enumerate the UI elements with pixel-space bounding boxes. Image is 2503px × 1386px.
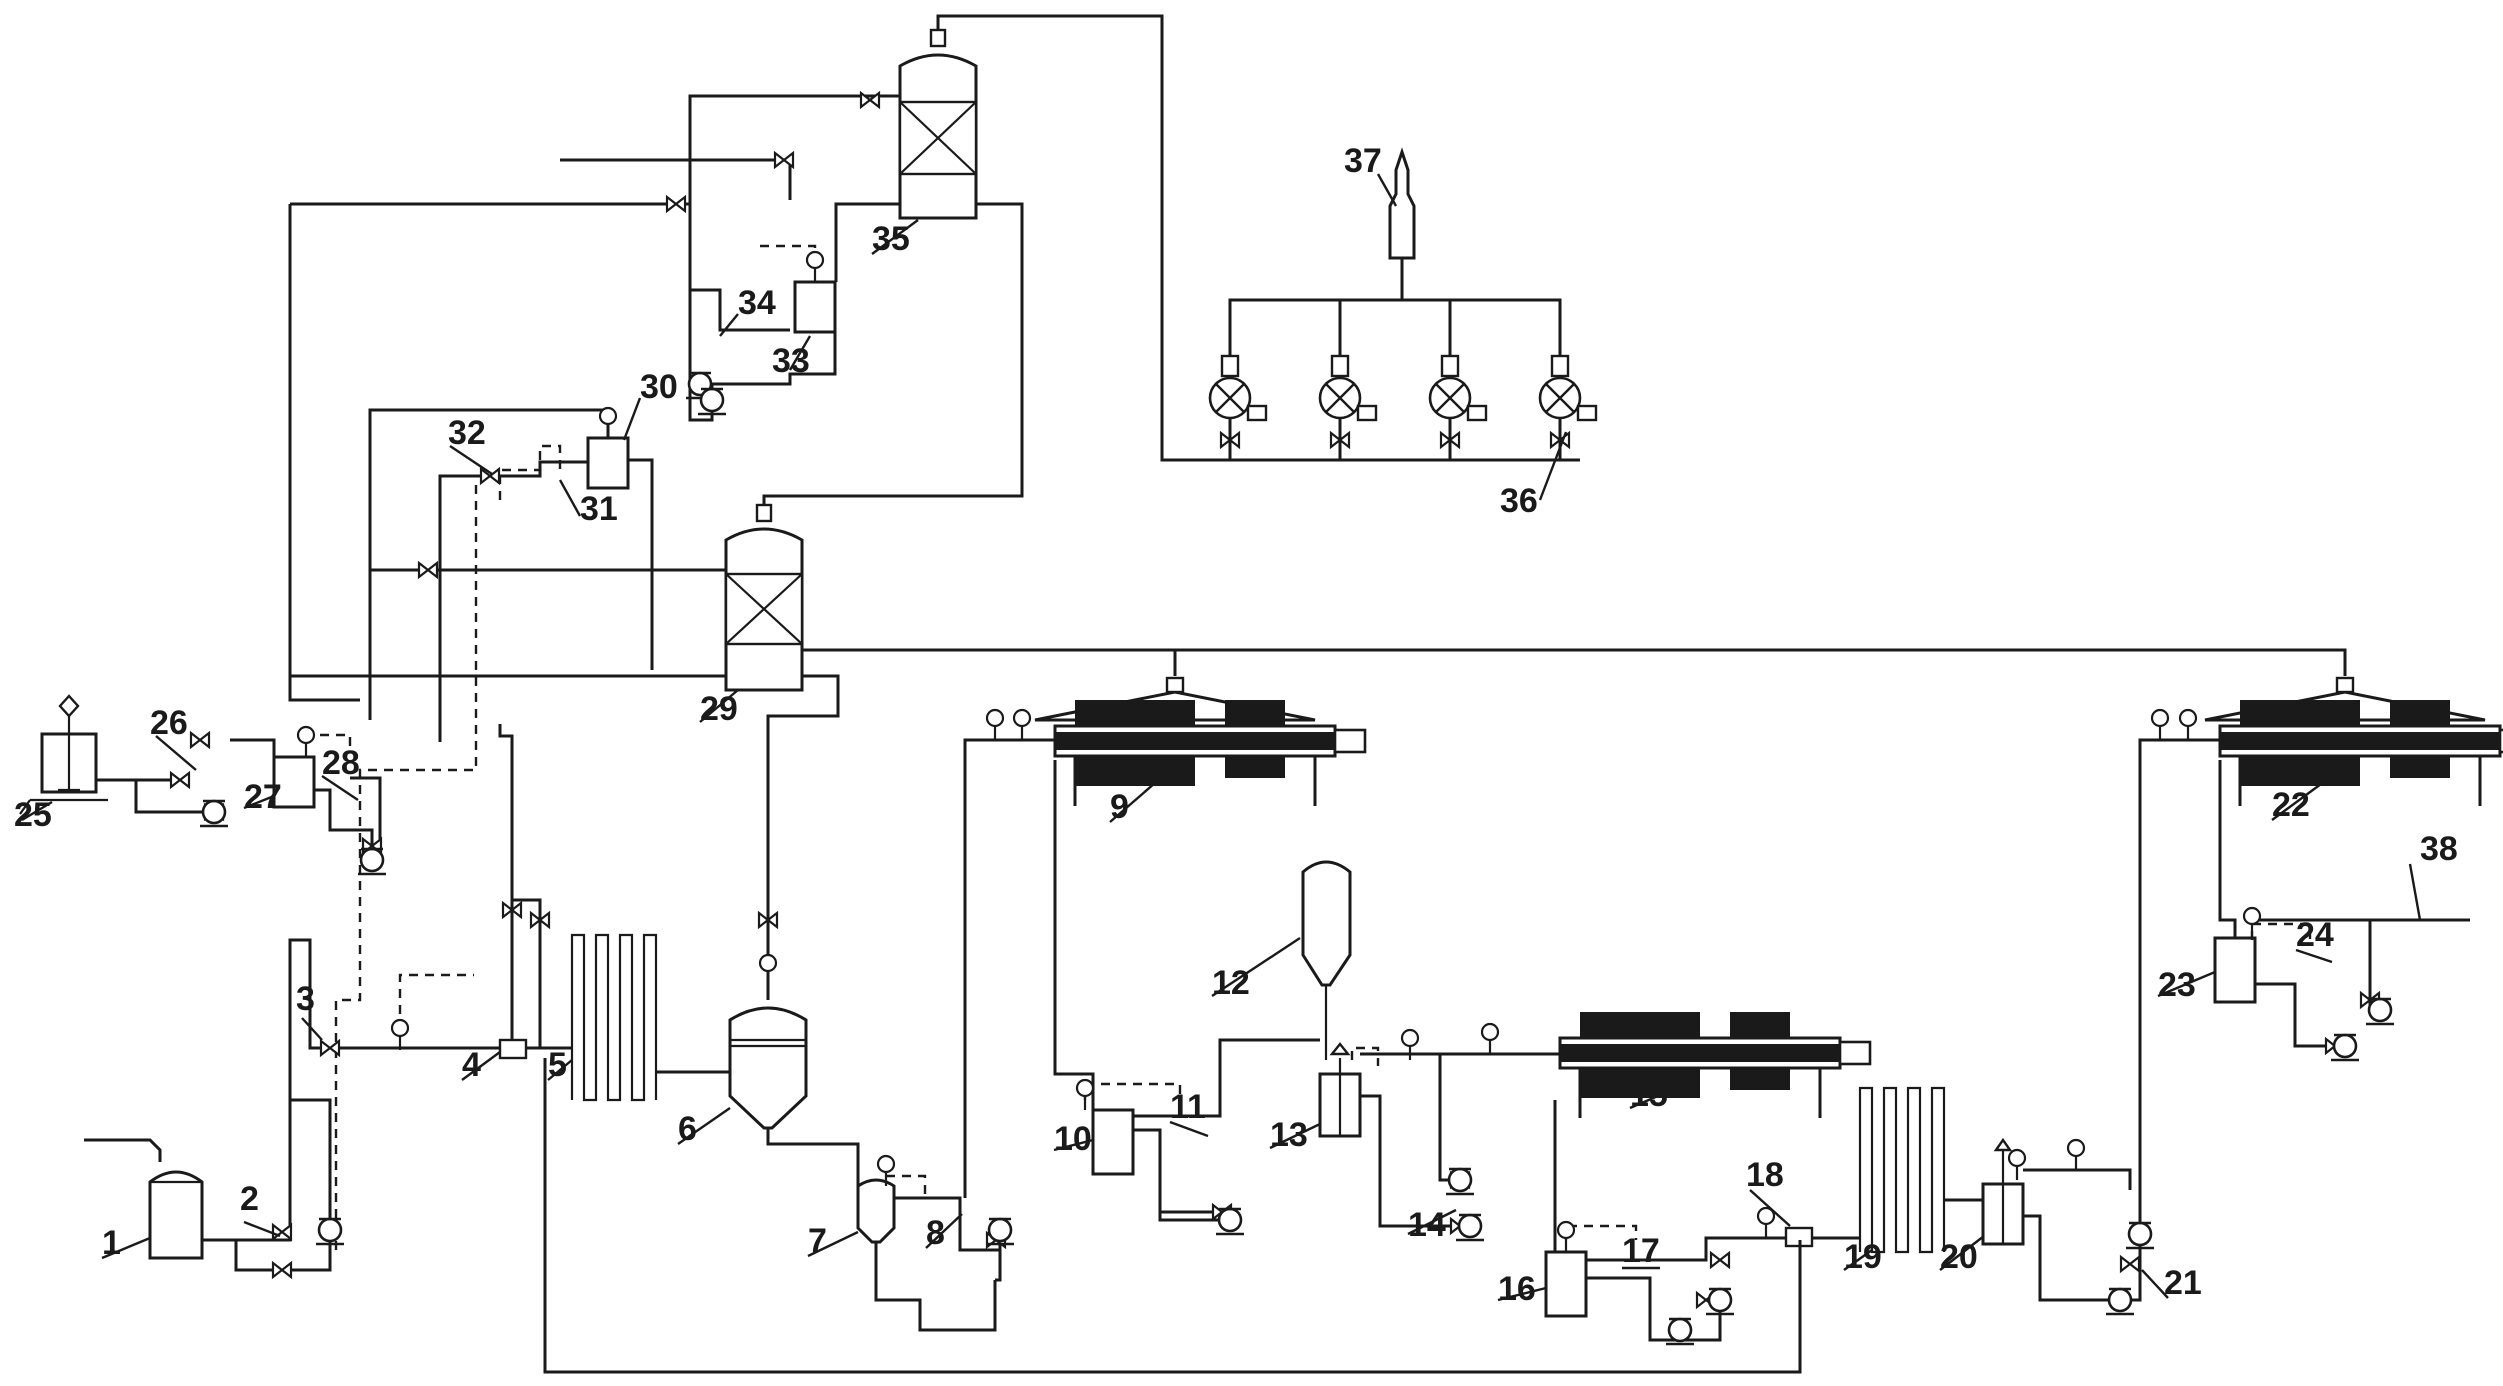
coil-exchanger-19 xyxy=(1858,1086,1946,1254)
fan-array-36 xyxy=(1208,354,1598,422)
tank-30 xyxy=(586,436,630,490)
label-14: 14 xyxy=(1408,1206,1446,1244)
label-25: 25 xyxy=(14,796,52,834)
label-9: 9 xyxy=(1110,788,1129,826)
packed-tower-29 xyxy=(724,503,804,692)
equipment-labels: 1 2 3 4 5 6 7 8 9 10 11 12 13 14 15 16 1… xyxy=(14,142,2458,1308)
label-5: 5 xyxy=(548,1046,567,1084)
label-33: 33 xyxy=(772,342,810,380)
label-13: 13 xyxy=(1270,1116,1308,1154)
label-15: 15 xyxy=(1630,1076,1668,1114)
filter-press-9 xyxy=(1033,676,1367,808)
exhaust-stack-37 xyxy=(1388,147,1416,300)
label-31: 31 xyxy=(580,490,618,528)
label-34: 34 xyxy=(738,284,776,322)
label-30: 30 xyxy=(640,368,678,406)
label-2: 2 xyxy=(240,1180,259,1218)
label-1: 1 xyxy=(102,1224,121,1262)
pumps xyxy=(198,371,2396,1346)
tank-16 xyxy=(1544,1250,1588,1318)
label-19: 19 xyxy=(1844,1238,1882,1276)
mixer-4 xyxy=(498,1038,528,1060)
label-10: 10 xyxy=(1054,1120,1092,1158)
label-6: 6 xyxy=(678,1110,697,1148)
label-28: 28 xyxy=(322,744,360,782)
label-35: 35 xyxy=(872,220,910,258)
reagent-tank-25 xyxy=(19,694,108,815)
label-37: 37 xyxy=(1344,142,1382,180)
reactor-7 xyxy=(856,1178,896,1244)
label-17: 17 xyxy=(1622,1232,1660,1270)
label-26: 26 xyxy=(150,704,188,742)
label-7: 7 xyxy=(808,1222,827,1260)
tank-23 xyxy=(2213,936,2257,1004)
packed-tower-35 xyxy=(898,28,978,220)
label-32: 32 xyxy=(448,414,486,452)
tank-10 xyxy=(1091,1108,1135,1176)
label-3: 3 xyxy=(296,980,315,1018)
label-23: 23 xyxy=(2158,966,2196,1004)
coil-exchanger-5 xyxy=(570,933,658,1102)
hopper-12 xyxy=(1301,860,1352,1060)
tank-33 xyxy=(793,280,837,334)
label-22: 22 xyxy=(2272,786,2310,824)
label-27: 27 xyxy=(244,778,282,816)
reactor-6 xyxy=(728,1006,808,1130)
label-18: 18 xyxy=(1746,1156,1784,1194)
label-11: 11 xyxy=(1170,1088,1206,1126)
label-36: 36 xyxy=(1500,482,1538,520)
process-lines xyxy=(84,14,2470,1374)
label-16: 16 xyxy=(1498,1270,1536,1308)
filter-press-22 xyxy=(2203,676,2503,808)
label-20: 20 xyxy=(1940,1238,1978,1276)
label-8: 8 xyxy=(926,1214,945,1252)
label-29: 29 xyxy=(700,690,738,728)
tank-1 xyxy=(148,1170,204,1260)
label-38: 38 xyxy=(2420,830,2458,868)
label-21: 21 xyxy=(2164,1264,2202,1302)
label-4: 4 xyxy=(462,1046,481,1084)
tank-27 xyxy=(272,755,316,809)
filter-press-15 xyxy=(1558,1010,1872,1120)
agitated-tank-13 xyxy=(1318,1042,1362,1138)
agitated-tank-20 xyxy=(1981,1137,2025,1246)
label-24: 24 xyxy=(2296,916,2334,954)
label-12: 12 xyxy=(1212,964,1250,1002)
